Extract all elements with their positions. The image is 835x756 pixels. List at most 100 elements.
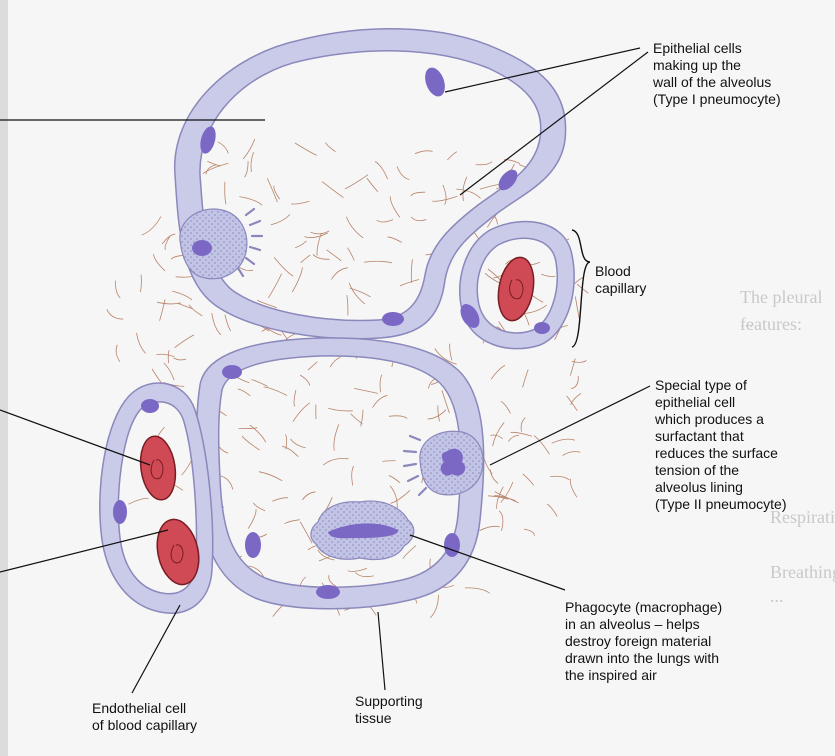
tissue-fiber <box>550 476 569 480</box>
tissue-fiber <box>242 436 260 450</box>
tissue-fiber <box>267 178 277 202</box>
tissue-fiber <box>403 546 416 559</box>
tissue-fiber <box>137 333 146 354</box>
tissue-fiber <box>328 408 352 411</box>
tissue-fiber <box>268 274 281 298</box>
tissue-fiber <box>480 526 500 530</box>
tissue-fiber <box>570 359 575 376</box>
tissue-fiber <box>115 281 120 298</box>
label-type-ii-pneumocyte: Special type of epithelial cell which pr… <box>655 377 787 513</box>
tissue-fiber <box>225 315 231 331</box>
tissue-fiber <box>313 254 330 259</box>
tissue-fiber <box>308 362 317 370</box>
tissue-fiber <box>295 143 317 155</box>
tissue-fiber <box>323 458 348 465</box>
tissue-fiber <box>456 189 480 198</box>
tissue-fiber <box>571 376 578 389</box>
tissue-fiber <box>354 388 378 393</box>
tissue-fiber <box>140 275 141 293</box>
tissue-fiber <box>154 254 166 271</box>
label-endothelial-cell: Endothelial cell of blood capillary <box>92 700 197 734</box>
tissue-fiber <box>428 410 447 419</box>
tissue-fiber <box>162 234 175 244</box>
tissue-fiber <box>355 573 374 577</box>
label-epithelial-cells: Epithelial cells making up the wall of t… <box>653 40 781 108</box>
tissue-fiber <box>389 476 400 483</box>
tissue-fiber <box>523 474 534 486</box>
tissue-fiber <box>377 220 393 222</box>
tissue-fiber <box>490 470 498 484</box>
tissue-fiber <box>349 283 365 304</box>
tissue-fiber <box>239 197 262 206</box>
red-blood-cell <box>137 434 180 502</box>
tissue-fiber <box>171 255 184 259</box>
tissue-fiber <box>521 418 525 432</box>
phagocyte-macrophage <box>311 501 414 560</box>
tissue-fiber <box>570 479 577 497</box>
type-ii-pneumocyte-upper <box>180 209 262 279</box>
tissue-fiber <box>301 255 311 263</box>
tissue-fiber <box>346 217 363 238</box>
tissue-fiber <box>212 313 221 335</box>
tissue-fiber <box>415 151 433 154</box>
tissue-fiber <box>300 375 310 386</box>
tissue-fiber <box>330 357 340 367</box>
tissue-fiber <box>438 406 440 422</box>
tissue-fiber <box>524 529 534 536</box>
tissue-fiber <box>511 432 532 436</box>
tissue-fiber <box>322 182 343 198</box>
tissue-fiber <box>294 390 296 406</box>
tissue-fiber <box>364 261 392 263</box>
tissue-fiber <box>282 446 298 456</box>
tissue-fiber <box>345 175 368 189</box>
tissue-fiber <box>391 490 411 503</box>
tissue-fiber <box>547 504 557 517</box>
tissue-fiber <box>348 568 367 571</box>
tissue-fiber <box>293 403 310 422</box>
tissue-fiber <box>493 422 505 446</box>
tissue-fiber <box>411 192 425 196</box>
tissue-fiber <box>237 377 250 383</box>
tissue-fiber <box>168 350 169 363</box>
tissue-fiber <box>348 248 355 261</box>
tissue-fiber <box>373 395 388 407</box>
tissue-fiber <box>259 472 282 481</box>
tissue-fiber <box>350 288 371 297</box>
tissue-fiber <box>274 186 280 200</box>
tissue-fiber <box>397 167 409 180</box>
tissue-fiber <box>244 161 248 177</box>
tissue-fiber <box>351 414 363 425</box>
tissue-fiber <box>302 492 315 500</box>
tissue-fiber <box>251 152 254 172</box>
tissue-fiber <box>285 520 300 524</box>
tissue-fiber <box>534 436 549 455</box>
tissue-fiber <box>432 196 457 201</box>
tissue-fiber <box>295 241 306 248</box>
tissue-fiber <box>447 152 457 160</box>
tissue-fiber <box>523 370 529 388</box>
tissue-fiber <box>251 380 267 387</box>
tissue-fiber <box>225 182 226 204</box>
tissue-fiber <box>291 439 306 448</box>
tissue-fiber <box>248 509 256 529</box>
tissue-fiber <box>400 280 419 286</box>
label-phagocyte: Phagocyte (macrophage) in an alveolus – … <box>565 599 722 684</box>
tissue-fiber <box>508 435 519 441</box>
tissue-fiber <box>331 268 348 280</box>
tissue-fiber <box>329 575 336 586</box>
tissue-fiber <box>501 401 511 413</box>
page-edge <box>0 0 8 756</box>
tissue-fiber <box>367 178 378 192</box>
tissue-fiber <box>239 428 258 429</box>
tissue-fiber <box>411 259 412 283</box>
tissue-fiber <box>450 344 452 361</box>
tissue-fiber <box>411 217 426 221</box>
tissue-fiber <box>380 375 382 393</box>
tissue-fiber <box>189 305 202 316</box>
tissue-fiber <box>541 274 555 276</box>
tissue-fiber <box>174 358 186 360</box>
tissue-fiber <box>243 139 255 159</box>
tissue-fiber <box>272 498 288 502</box>
tissue-fiber <box>388 237 402 242</box>
